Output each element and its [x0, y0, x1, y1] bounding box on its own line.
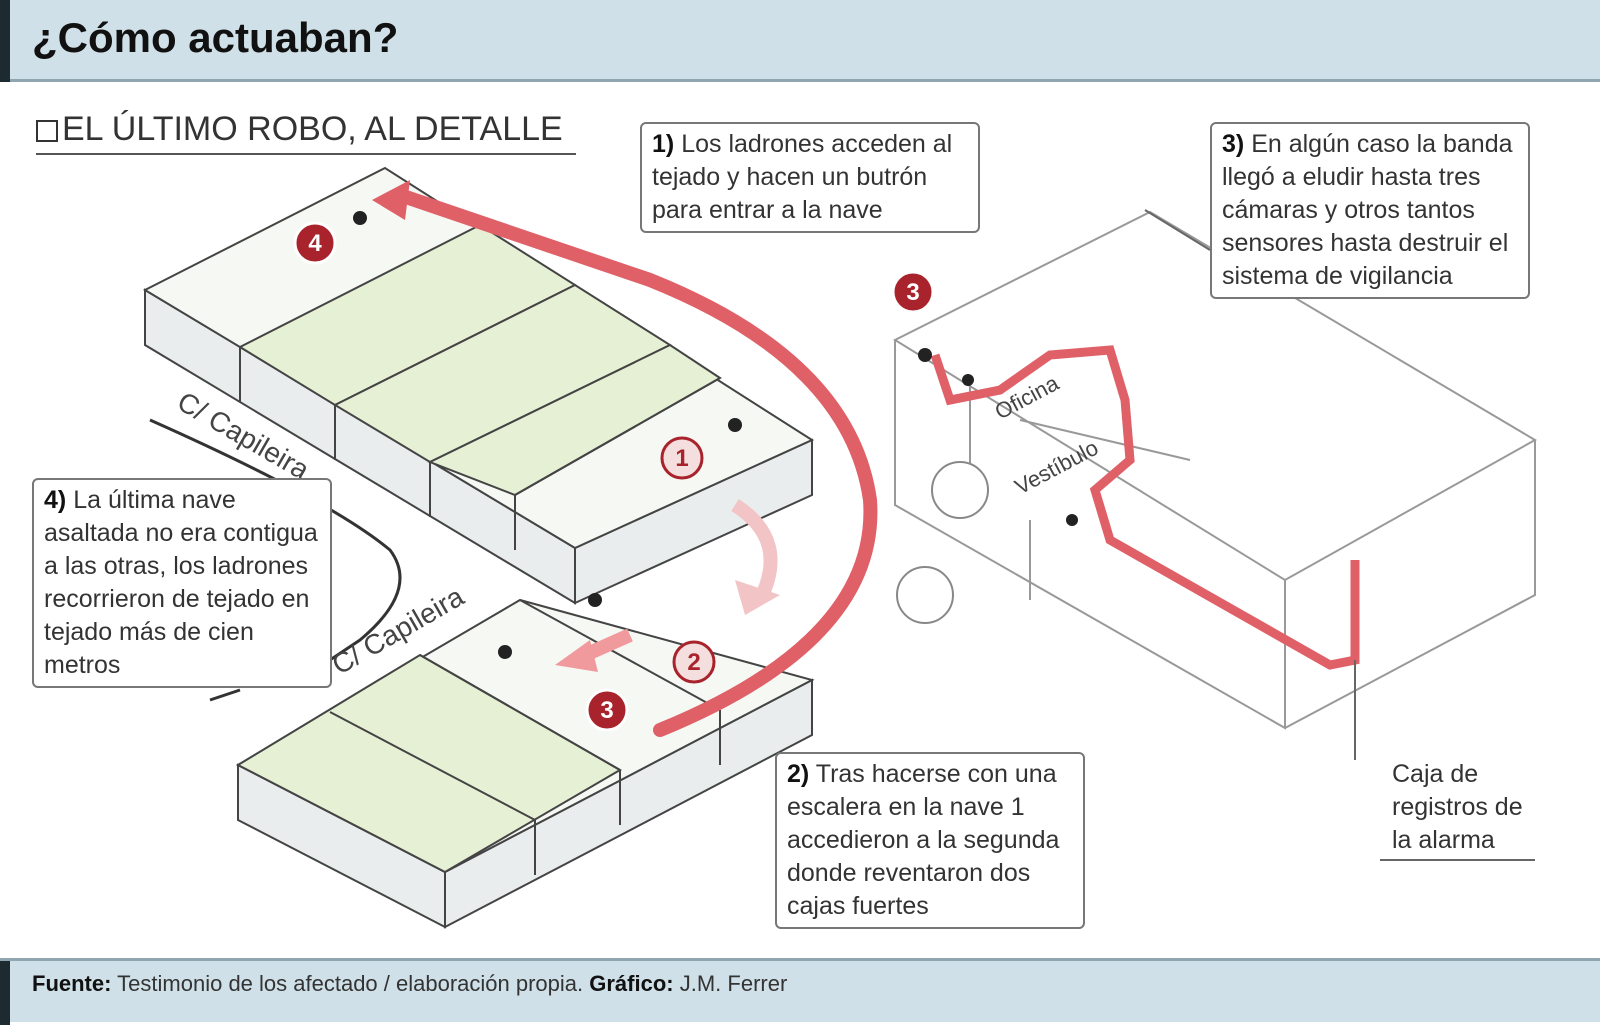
note-3: 3) En algún caso la banda llegó a eludir…	[1210, 122, 1530, 299]
street-line	[209, 688, 241, 702]
building-bottom	[235, 598, 815, 929]
section-subtitle: EL ÚLTIMO ROBO, AL DETALLE	[36, 110, 576, 155]
note3-callout-line	[1144, 209, 1211, 251]
note-number: 2)	[787, 760, 810, 788]
sensor-icons	[353, 211, 1078, 659]
svg-text:2: 2	[687, 649, 700, 676]
room-label-vestibulo: Vestíbulo	[1011, 435, 1103, 500]
note-number: 3)	[1222, 130, 1245, 158]
note-text: La última nave asaltada no era contigua …	[44, 486, 318, 679]
route-path-interior	[930, 345, 1360, 670]
footer-band: Fuente: Testimonio de los afectado / ela…	[0, 958, 1600, 1025]
note-text: Los ladrones acceden al tejado y hacen u…	[652, 130, 953, 224]
camera-icon	[931, 461, 989, 519]
credits: Fuente: Testimonio de los afectado / ela…	[32, 971, 787, 997]
source-label: Fuente:	[32, 971, 112, 996]
svg-text:3: 3	[600, 697, 613, 724]
note-number: 4)	[44, 486, 67, 514]
step-markers: 4 1 2 3 3	[293, 221, 935, 732]
header-band: ¿Cómo actuaban?	[0, 0, 1600, 82]
marker-2: 2	[672, 640, 716, 684]
note-1: 1) Los ladrones acceden al tejado y hace…	[640, 122, 980, 233]
svg-text:3: 3	[906, 279, 919, 306]
page-title: ¿Cómo actuaban?	[32, 14, 399, 61]
route-arrowhead	[372, 180, 410, 220]
marker-4: 4	[293, 221, 337, 265]
route-path	[393, 188, 878, 737]
street-line	[149, 418, 402, 662]
source-text: Testimonio de los afectado / elaboración…	[117, 971, 584, 996]
header-accent-bar	[0, 0, 10, 82]
building-right	[892, 210, 1538, 730]
svg-text:4: 4	[308, 230, 322, 257]
square-bullet-icon	[36, 120, 58, 142]
alarm-box-label: Caja de registros de la alarma	[1392, 760, 1523, 854]
camera-icon	[896, 566, 954, 624]
graphic-label: Gráfico:	[589, 971, 674, 996]
marker-3-right: 3	[891, 270, 935, 314]
footer-accent-bar	[0, 961, 10, 1025]
note-2: 2) Tras hacerse con una escalera en la n…	[775, 752, 1085, 929]
subtitle-text: EL ÚLTIMO ROBO, AL DETALLE	[62, 110, 563, 148]
note-4: 4) La última nave asaltada no era contig…	[32, 478, 332, 688]
graphic-credit: J.M. Ferrer	[679, 971, 788, 996]
svg-text:1: 1	[675, 445, 688, 472]
down-arrow-icon	[731, 499, 778, 604]
note-number: 1)	[652, 130, 675, 158]
marker-3: 3	[585, 688, 629, 732]
note-text: Tras hacerse con una escalera en la nave…	[787, 760, 1060, 920]
marker-1: 1	[660, 436, 704, 480]
note-text: En algún caso la banda llegó a eludir ha…	[1222, 130, 1513, 290]
